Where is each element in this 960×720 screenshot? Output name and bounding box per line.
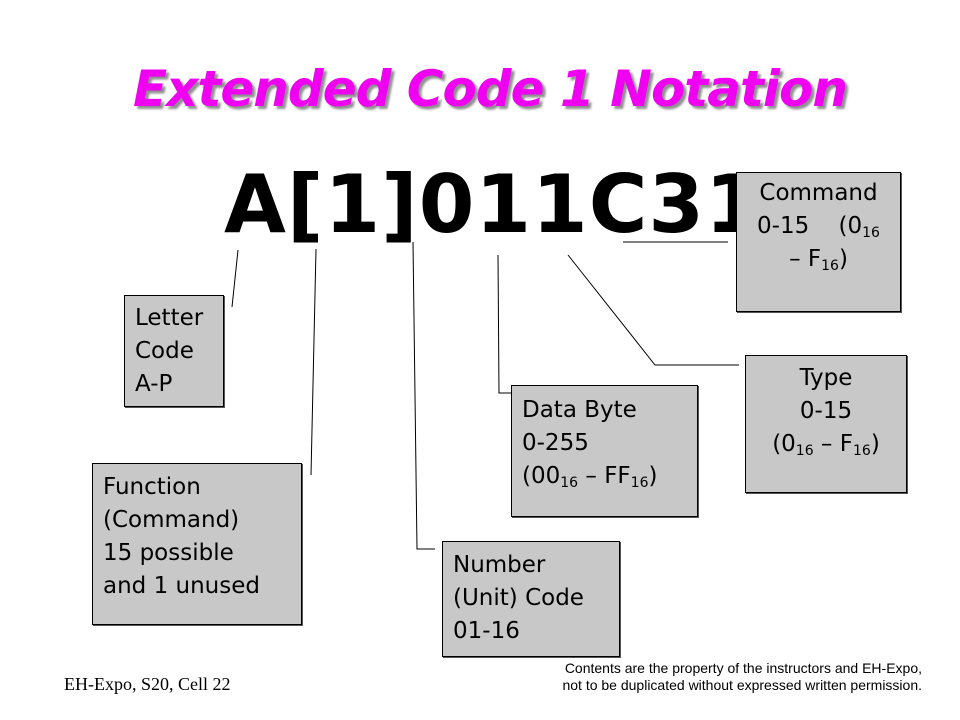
data-byte-subscript-2: 16 (630, 475, 649, 491)
command-range-end: – F (789, 246, 822, 272)
type-box: Type 0-15 (016 – F16) (745, 355, 907, 493)
command-line-2: 0-15 (016 (737, 210, 900, 243)
connector-function (310, 248, 317, 476)
slide-title: Extended Code 1 Notation (133, 60, 848, 118)
command-subscript-2: 16 (821, 258, 839, 274)
command-line-1: Command (759, 180, 878, 206)
type-line-1: Type (799, 365, 853, 391)
command-subscript-1: 16 (862, 225, 880, 241)
type-line-3: (016 – F16) (746, 428, 906, 461)
letter-code-line-1: Letter (135, 305, 204, 331)
footer-course-info: EH-Expo, S20, Cell 22 (64, 674, 231, 694)
type-range-start: (0 (772, 431, 796, 457)
data-byte-line-3: (0016 – FF16) (522, 460, 697, 493)
letter-code-line-2: Code (135, 338, 194, 364)
data-byte-range-end: – FF (578, 463, 631, 489)
function-line-3: 15 possible (103, 540, 234, 566)
letter-code-line-3: A-P (135, 371, 173, 397)
function-box: Function (Command) 15 possible and 1 unu… (92, 463, 302, 625)
number-line-1: Number (453, 552, 546, 578)
function-line-2: (Command) (103, 507, 240, 533)
command-close-paren: ) (838, 246, 848, 272)
data-byte-close-paren: ) (648, 463, 658, 489)
data-byte-range-start: (00 (522, 463, 561, 489)
command-line-3: – F16) (737, 243, 900, 276)
data-byte-line-1: Data Byte (522, 397, 637, 423)
function-line-1: Function (103, 474, 201, 500)
data-byte-box: Data Byte 0-255 (0016 – FF16) (511, 385, 698, 517)
type-subscript-2: 16 (852, 443, 871, 459)
connector-letter (231, 249, 239, 308)
footer-copyright: Contents are the property of the instruc… (562, 660, 922, 694)
number-line-2: (Unit) Code (453, 585, 584, 611)
command-range: 0-15 (0 (757, 213, 863, 239)
footer-copyright-line-2: not to be duplicated without expressed w… (562, 677, 922, 693)
number-line-3: 01-16 (453, 618, 520, 644)
data-byte-subscript-1: 16 (560, 475, 579, 491)
type-subscript-1: 16 (795, 443, 814, 459)
function-line-4: and 1 unused (103, 573, 260, 599)
type-close-paren: ) (870, 431, 880, 457)
number-code-box: Number (Unit) Code 01-16 (442, 541, 620, 657)
code-notation: A[1]011C31 (224, 158, 762, 251)
footer-copyright-line-1: Contents are the property of the instruc… (564, 660, 922, 676)
type-line-2: 0-15 (799, 398, 853, 424)
letter-code-box: Letter Code A-P (124, 295, 224, 407)
connector-data-byte (497, 254, 511, 394)
connector-number (412, 241, 435, 550)
data-byte-line-2: 0-255 (522, 430, 589, 456)
connector-type (567, 254, 739, 366)
type-range-end: – F (813, 431, 853, 457)
command-box: Command 0-15 (016 – F16) (736, 172, 901, 312)
